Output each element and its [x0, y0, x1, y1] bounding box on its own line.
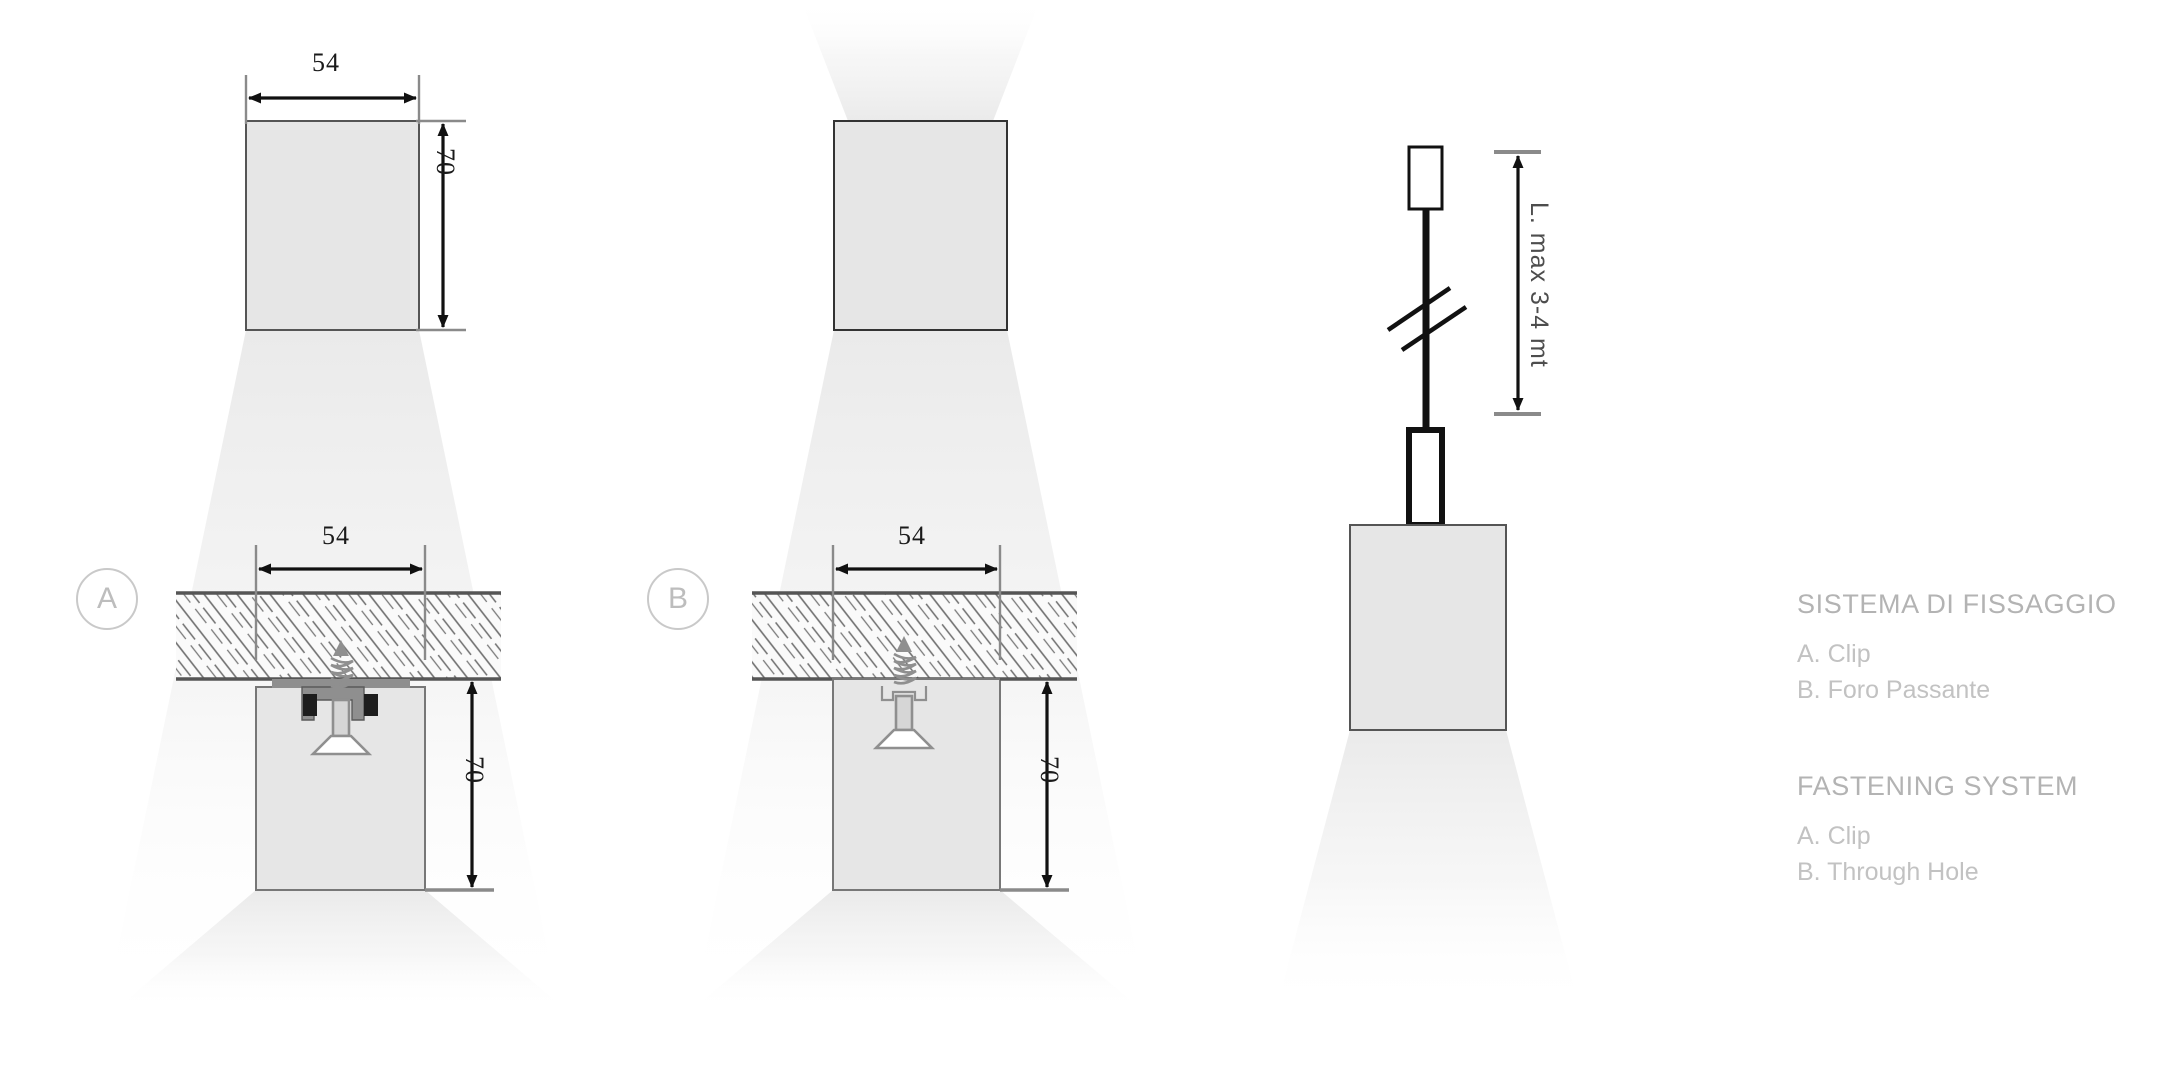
down-light-cone [692, 890, 1142, 1010]
break-symbol-line-1 [1386, 286, 1452, 332]
up-light-cone [801, 0, 1040, 121]
view-section-b [692, 545, 1142, 1010]
fixture-body [245, 120, 420, 331]
break-symbol-line-2 [1400, 305, 1468, 352]
legend-item-english-b: B. Through Hole [1797, 858, 1979, 887]
pendant-body [1349, 524, 1507, 731]
down-light-cone [115, 890, 566, 1010]
legend-item-italian-b: B. Foro Passante [1797, 676, 1991, 704]
legend-title-english: FASTENING SYSTEM [1797, 771, 2079, 802]
clip-pin-left [303, 694, 317, 716]
dimension-label-top-left-width: 54 [312, 48, 340, 77]
fixture-body [833, 120, 1008, 331]
screw [309, 640, 373, 756]
down-light-cone [1276, 730, 1580, 1010]
canopy-box [1407, 145, 1444, 211]
pendant-stem [1406, 427, 1445, 528]
dimension-label-pendant-drop: L. max 3-4 mt [1525, 202, 1553, 368]
dimension-label-section-a-height: 70 [460, 756, 489, 784]
view-pendant-suspension [1276, 145, 1580, 1010]
legend-item-italian-a: A. Clip [1797, 639, 1871, 668]
legend-title-italian: SISTEMA DI FISSAGGIO [1797, 589, 2117, 619]
legend-panel: SISTEMA DI FISSAGGIO A. Clip B. Foro Pas… [1797, 588, 2169, 891]
legend-item-english-a: A. Clip [1797, 822, 1871, 850]
dimension-label-section-b-height: 70 [1035, 756, 1064, 784]
view-section-a [115, 545, 566, 1010]
fixture-body [832, 678, 1001, 891]
ceiling-hatch [176, 593, 501, 679]
clip-pin-right [364, 694, 378, 716]
dimension-label-top-left-height: 70 [431, 148, 460, 176]
legend-spacer [1797, 708, 2169, 770]
dimension-label-section-b-width: 54 [898, 521, 926, 550]
section-marker-a: A [76, 568, 138, 630]
section-marker-b: B [647, 568, 709, 630]
screw-through-hole [872, 636, 936, 750]
dimension-label-section-a-width: 54 [322, 521, 350, 550]
